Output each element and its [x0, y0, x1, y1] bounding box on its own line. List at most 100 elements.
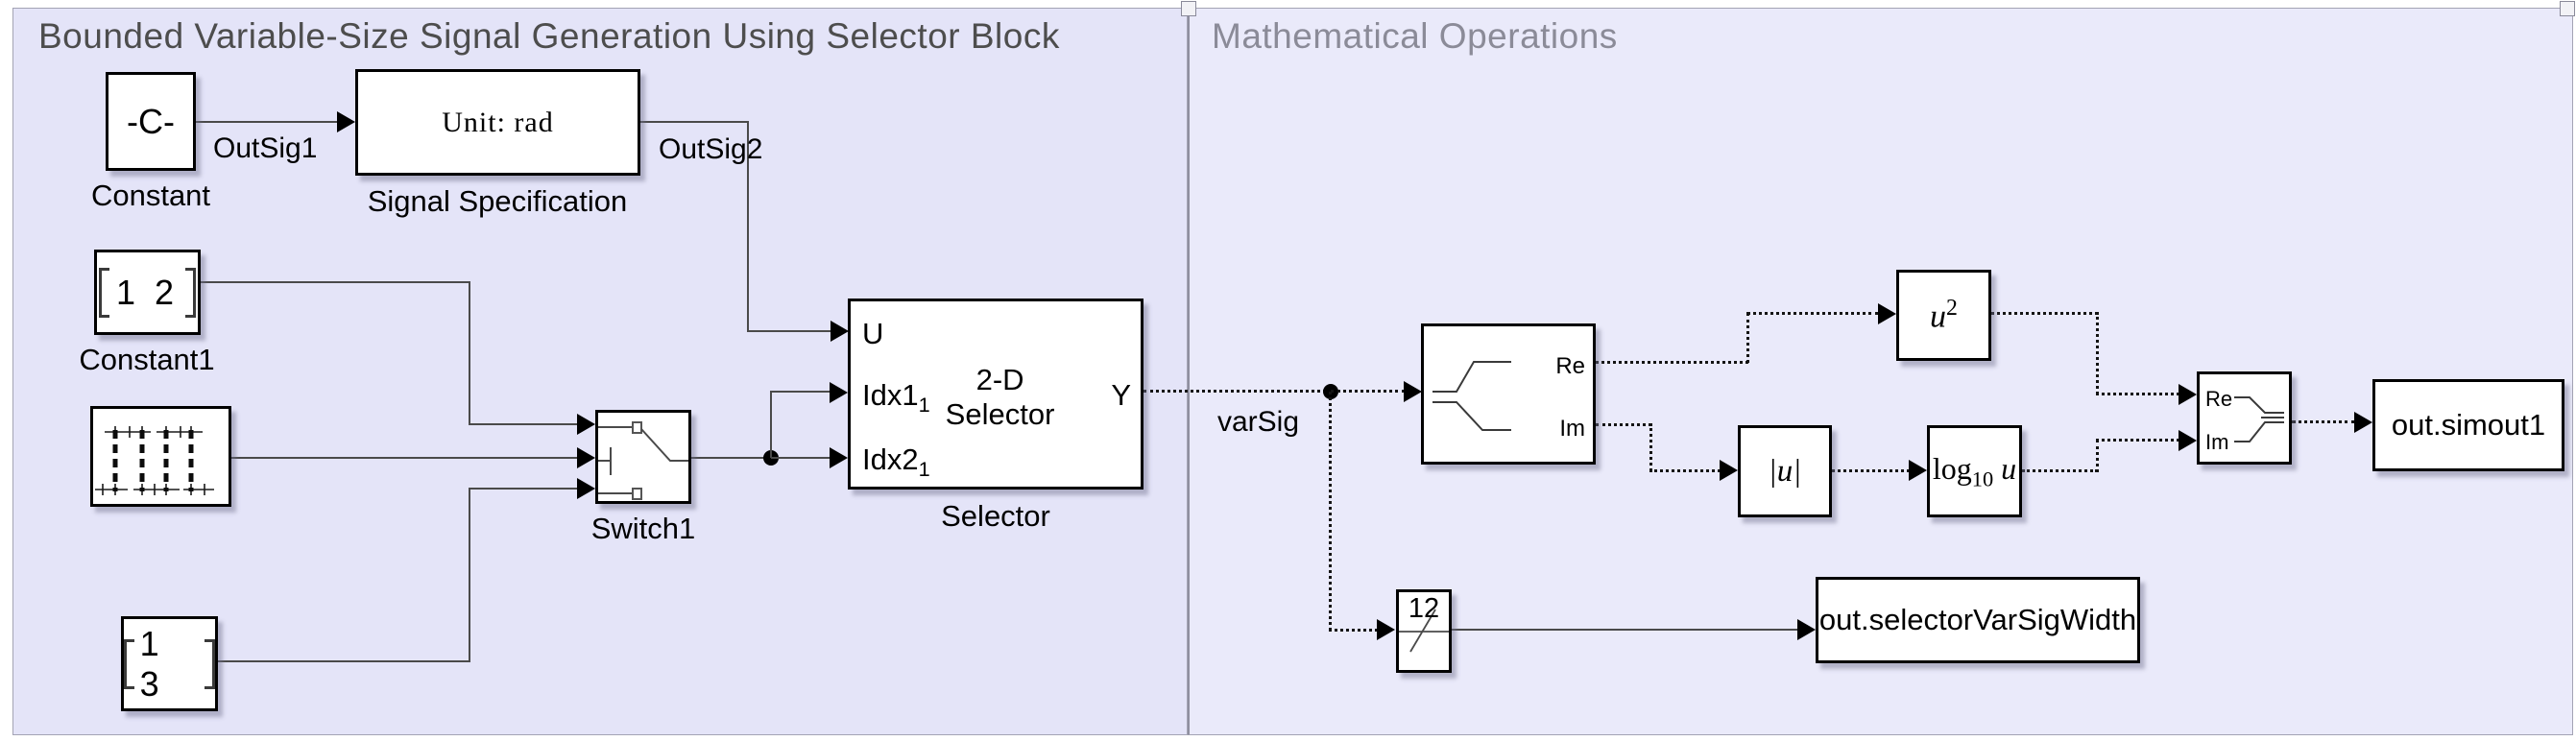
- wire-re-seg2[interactable]: [1746, 313, 1749, 363]
- signal-width-slash-icon: [1399, 609, 1449, 653]
- signal-label-varsig[interactable]: varSig: [1217, 406, 1300, 438]
- area-title-right[interactable]: Mathematical Operations: [1212, 16, 1618, 56]
- selector-port-idx2: Idx21: [862, 442, 930, 482]
- wire-pulse-seg1[interactable]: [231, 457, 578, 459]
- right-area-resize-handle[interactable]: [2560, 1, 2575, 16]
- wire-varsig-arrowhead: [1404, 381, 1422, 402]
- wire-constant2-seg2[interactable]: [469, 488, 470, 662]
- wire-usq-out-seg1[interactable]: [1991, 312, 2098, 315]
- wire-log-out-seg1[interactable]: [2022, 469, 2098, 472]
- wire-log-arrowhead: [1909, 460, 1927, 481]
- ri2c-port-im: Im: [2205, 430, 2229, 454]
- switch-path-icon: [598, 421, 688, 500]
- matrix-bracket-left: [124, 638, 134, 689]
- width-probe-value: 12: [1408, 593, 1440, 624]
- wire-varsigwidth-arrowhead: [1797, 619, 1816, 640]
- wire-constant2-seg3[interactable]: [469, 488, 578, 490]
- block-complex-to-real-imag[interactable]: Re Im: [1421, 323, 1596, 465]
- divider-resize-handle[interactable]: [1181, 1, 1196, 16]
- wire-idx2-arrowhead: [830, 447, 848, 468]
- block-switch1[interactable]: [595, 410, 691, 504]
- constant-value: -C-: [127, 101, 175, 141]
- wire-outsig2-seg2[interactable]: [747, 121, 749, 331]
- wire-re-seg3[interactable]: [1746, 312, 1879, 315]
- wire-ri2c-out[interactable]: [2292, 420, 2355, 423]
- block-label-switch1[interactable]: Switch1: [590, 512, 696, 545]
- wire-usq-arrowhead: [1878, 303, 1896, 324]
- c2ri-port-re: Re: [1555, 353, 1585, 379]
- wire-varsig-seg3[interactable]: [1329, 392, 1332, 631]
- matrix-bracket-right: [205, 638, 215, 689]
- wire-re-seg1[interactable]: [1596, 361, 1748, 364]
- wire-ri2c-im-arrowhead: [2179, 430, 2197, 451]
- wire-varsig-seg1[interactable]: [1144, 390, 1332, 393]
- block-constant[interactable]: -C-: [106, 72, 196, 171]
- wire-idx1-arrowhead: [830, 382, 848, 403]
- wire-switch-out-seg3[interactable]: [770, 391, 831, 393]
- wire-im-seg3[interactable]: [1649, 469, 1721, 472]
- signal-label-outsig2[interactable]: OutSig2: [659, 133, 763, 165]
- square-text: u2: [1930, 295, 1958, 335]
- c2ri-port-im: Im: [1559, 416, 1585, 442]
- block-real-imag-to-complex[interactable]: Re Im: [2197, 371, 2292, 465]
- complex-merge-fork-icon: [2234, 396, 2284, 442]
- block-selector[interactable]: U Idx11 Idx21 Y 2-D Selector: [848, 299, 1144, 490]
- wire-outsig2-arrowhead: [831, 321, 849, 342]
- simout1-text: out.simout1: [2391, 408, 2546, 442]
- selector-port-idx1: Idx11: [862, 378, 930, 418]
- wire-switch-out-seg1[interactable]: [691, 457, 771, 459]
- wire-outsig2-seg3[interactable]: [747, 330, 831, 332]
- wire-usq-out-seg3[interactable]: [2096, 393, 2179, 395]
- wire-abs-arrowhead: [1720, 460, 1738, 481]
- selector-port-y: Y: [1111, 378, 1131, 412]
- block-label-constant1[interactable]: Constant1: [79, 343, 215, 376]
- wire-width-arrowhead: [1377, 619, 1395, 640]
- block-log10[interactable]: log10 u: [1927, 425, 2022, 517]
- block-math-square[interactable]: u2: [1896, 270, 1991, 361]
- wire-varsig-seg2[interactable]: [1331, 390, 1405, 393]
- block-to-workspace-simout1[interactable]: out.simout1: [2372, 379, 2564, 471]
- block-to-workspace-varsigwidth[interactable]: out.selectorVarSigWidth: [1816, 577, 2140, 663]
- block-label-signal-specification[interactable]: Signal Specification: [367, 184, 628, 218]
- wire-varsig-seg4[interactable]: [1329, 629, 1378, 632]
- log10-text: log10 u: [1932, 450, 2017, 491]
- block-signal-specification[interactable]: Unit: rad: [355, 69, 640, 176]
- wire-outsig1[interactable]: [196, 121, 338, 123]
- block-abs[interactable]: |u|: [1738, 425, 1832, 517]
- wire-pulse-arrowhead: [577, 447, 595, 468]
- area-title-left[interactable]: Bounded Variable-Size Signal Generation …: [38, 16, 1060, 56]
- wire-im-seg2[interactable]: [1649, 423, 1652, 471]
- abs-text: |u|: [1768, 453, 1802, 489]
- wire-abs-log-seg1[interactable]: [1832, 469, 1910, 472]
- wire-simout-arrowhead: [2354, 412, 2372, 433]
- block-pulse-generator[interactable]: [90, 406, 231, 507]
- wire-log-out-seg3[interactable]: [2096, 439, 2179, 442]
- complex-split-fork-icon: [1432, 361, 1511, 431]
- wire-outsig2-seg1[interactable]: [640, 121, 749, 123]
- wire-switch-out-seg4[interactable]: [771, 457, 831, 459]
- block-constant2[interactable]: 1 3: [121, 616, 218, 711]
- wire-constant2-arrowhead: [577, 478, 595, 499]
- wire-constant1-seg1[interactable]: [201, 281, 470, 283]
- wire-constant1-seg3[interactable]: [469, 423, 578, 425]
- wire-log-out-seg2[interactable]: [2096, 440, 2099, 472]
- wire-outsig1-arrowhead: [337, 111, 355, 132]
- wire-constant1-arrowhead: [577, 414, 595, 435]
- wire-constant1-seg2[interactable]: [469, 281, 470, 424]
- wire-switch-out-seg2[interactable]: [770, 392, 772, 458]
- matrix-bracket-left: [98, 267, 109, 318]
- block-label-selector[interactable]: Selector: [941, 499, 1050, 533]
- varsigwidth-text: out.selectorVarSigWidth: [1818, 603, 2137, 636]
- selector-center-text: 2-D Selector: [945, 363, 1055, 431]
- wire-im-seg1[interactable]: [1596, 423, 1651, 426]
- block-width-probe[interactable]: 12: [1396, 589, 1452, 673]
- wire-width-out[interactable]: [1452, 629, 1798, 631]
- block-label-constant[interactable]: Constant: [90, 179, 211, 212]
- signal-label-outsig1[interactable]: OutSig1: [213, 132, 318, 164]
- block-constant1[interactable]: 1 2: [94, 250, 201, 335]
- wire-usq-out-seg2[interactable]: [2096, 312, 2099, 394]
- selector-port-u: U: [862, 317, 884, 350]
- pulse-wave-icon: [95, 426, 214, 495]
- wire-constant2-seg1[interactable]: [218, 660, 470, 662]
